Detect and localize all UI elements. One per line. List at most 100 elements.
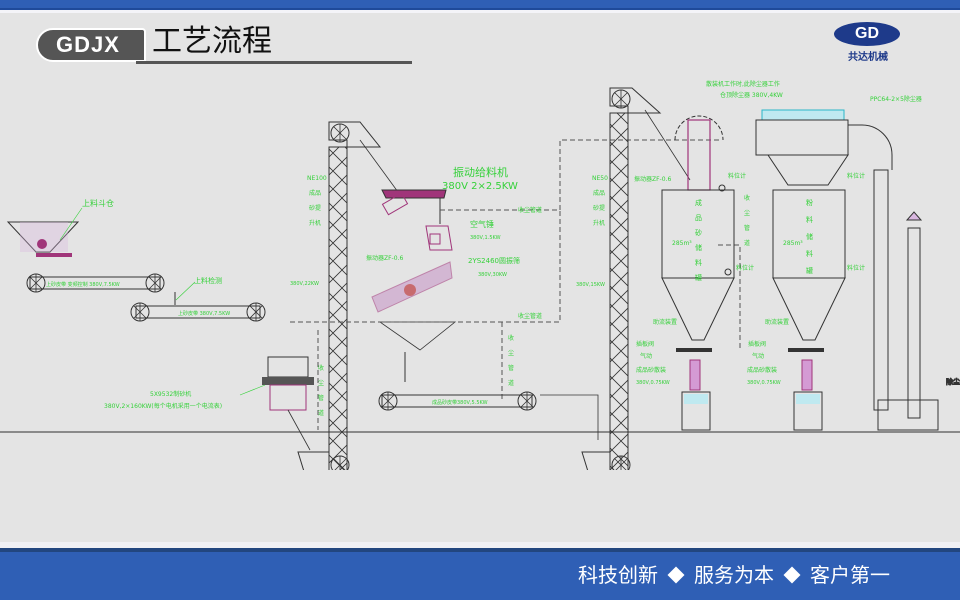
diagram-label: 罐 — [806, 266, 813, 275]
label-dust-note-2: 仓顶除尘器 380V,4KW — [720, 91, 783, 99]
exhaust-duct: 除尘 — [848, 124, 960, 431]
label-silo-2-volume: 285m³ — [783, 240, 803, 247]
diagram-label: 砂 — [695, 228, 702, 237]
label-level-gauge-1: 料位计 — [728, 172, 746, 180]
sand-making-machine: 5X9532制砂机 380V,2×160KW(每个电机采用一个电流表) — [104, 356, 314, 451]
diagram-label: 气动 — [640, 352, 652, 360]
product-conveyor: 成品砂皮带380V,5.5KW — [378, 391, 599, 440]
diagram-label: 道 — [318, 409, 324, 417]
process-flow-diagram: 上料斗仓 上砂皮带 变频控制 380V,7.5KW 上料检测 上砂皮带 380V… — [0, 80, 960, 470]
title-underline — [136, 61, 412, 64]
label-screen: 2YS2460圆振筛 — [468, 256, 520, 265]
label-bulk-loader-2-power: 380V,0.75KW — [747, 380, 781, 386]
silo-2: PPC64-2×5除尘器 料位计 料位计 粉 料 储 料 罐 285m³ — [755, 95, 922, 341]
label-bag-filter: PPC64-2×5除尘器 — [870, 95, 922, 103]
page-header: GDJX 工艺流程 — [36, 24, 412, 66]
label-conveyor-2: 上砂皮带 380V,7.5KW — [178, 310, 230, 317]
label-dust-pipe-top: 收尘管道 — [518, 206, 542, 214]
diagram-label: 道 — [744, 239, 750, 247]
label-vibrating-feeder: 振动给料机 — [453, 165, 508, 179]
diagram-label: 料 — [806, 215, 813, 224]
diagram-label: 管 — [508, 364, 514, 372]
diamond-bullet-icon — [783, 566, 801, 584]
loading-station-1: 助流装置 插板阀 气动 成品砂散装 380V,0.75KW — [636, 318, 712, 431]
label-vibrator-2: 振动器ZF-0.6 — [634, 175, 671, 183]
silo-1: 成 品 砂 储 料 罐 285m³ 收 尘 管 道 料位计 — [661, 184, 754, 341]
label-elevator-2-line4: 升机 — [593, 219, 605, 227]
label-sand-maker: 5X9532制砂机 — [150, 390, 191, 398]
company-name: 共达机械 — [848, 52, 888, 63]
diagram-label: 收 — [508, 334, 514, 342]
diamond-bullet-icon — [667, 566, 685, 584]
footer-divider — [0, 542, 960, 548]
diagram-label: 料 — [806, 249, 813, 258]
label-bulk-loader-1-power: 380V,0.75KW — [636, 380, 670, 386]
silo-1-dust-collector: 散装机工作时,此除尘器工作 仓顶除尘器 380V,4KW 振动器ZF-0.6 料… — [634, 80, 783, 191]
top-divider — [0, 10, 960, 13]
label-vibrating-feeder-power: 380V 2×2.5KW — [442, 181, 518, 192]
diagram-label: 尘 — [744, 209, 750, 217]
dust-collection-pipes — [290, 139, 741, 430]
conveyor-1: 上砂皮带 变频控制 380V,7.5KW — [26, 273, 165, 293]
brand-badge: GDJX — [36, 28, 146, 62]
label-bulk-loader-1: 成品砂散装 — [636, 366, 666, 374]
air-hammer-and-screen: 空气锤 380V,1.5KW 振动器ZF-0.6 2YS2460圆振筛 380V… — [366, 219, 520, 382]
label-dust-note-1: 散装机工作时,此除尘器工作 — [706, 80, 780, 88]
label-sand-maker-power: 380V,2×160KW(每个电机采用一个电流表) — [104, 402, 222, 410]
diagram-label: 罐 — [695, 273, 702, 282]
label-flow-aid-1: 助流装置 — [653, 318, 677, 326]
label-elevator-1-power: 380V,22KW — [290, 281, 319, 287]
diagram-label: 气动 — [752, 352, 764, 360]
slogan-part-3: 客户第一 — [810, 563, 890, 587]
label-air-valve: 空气锤 — [470, 219, 494, 229]
diagram-label: 插板阀 — [748, 340, 766, 348]
label-bulk-loader-2: 成品砂散装 — [747, 366, 777, 374]
label-silo-1-volume: 285m³ — [672, 240, 692, 247]
slogan-part-1: 科技创新 — [578, 563, 658, 587]
label-product-conveyor: 成品砂皮带380V,5.5KW — [432, 399, 488, 406]
diagram-label: 管 — [744, 224, 750, 232]
label-dust-pipe-vert-2: 收 尘 管 道 — [318, 364, 324, 417]
diagram-label: 道 — [508, 379, 514, 387]
diagram-label: 料 — [695, 258, 702, 267]
top-accent-bar — [0, 0, 960, 10]
label-elevator-1-line1: NE100 — [307, 175, 327, 182]
diagram-label: 储 — [695, 243, 702, 252]
slogan-part-2: 服务为本 — [694, 563, 774, 587]
label-conveyor-1: 上砂皮带 变频控制 380V,7.5KW — [46, 281, 120, 288]
diagram-label: 粉 — [806, 198, 813, 207]
label-elevator-1-line2: 成品 — [309, 189, 321, 197]
diagram-label: 成 — [695, 198, 702, 207]
label-metal-detector: 上料检测 — [194, 276, 222, 285]
label-level-gauge-4: 料位计 — [847, 264, 865, 272]
diagram-label: 管 — [318, 394, 324, 402]
brand-badge-text: GDJX — [56, 32, 120, 57]
label-elevator-1-line4: 升机 — [309, 219, 321, 227]
diagram-label: 收 — [318, 364, 324, 372]
label-fan-partial: 除尘 — [946, 377, 960, 386]
logo-glyph: GD — [855, 25, 879, 42]
bucket-elevator-2: NE50 成品 砂提 升机 380V,15KW — [576, 87, 691, 470]
label-elevator-1-line3: 砂提 — [309, 204, 321, 212]
page-title: 工艺流程 — [152, 24, 272, 59]
conveyor-2: 上料检测 上砂皮带 380V,7.5KW — [130, 276, 266, 322]
diagram-label: 储 — [806, 232, 813, 241]
label-elevator-2-line2: 成品 — [593, 189, 605, 197]
vibrating-feeder: 振动给料机 380V 2×2.5KW — [381, 165, 518, 224]
label-level-gauge-2: 料位计 — [736, 264, 754, 272]
footer-band — [0, 548, 960, 600]
loading-station-2: 助流装置 插板阀 气动 成品砂散装 380V,0.75KW — [747, 318, 824, 431]
diagram-label: 插板阀 — [636, 340, 654, 348]
bucket-elevator-1: NE100 成品 砂提 升机 380V,22KW — [290, 121, 399, 470]
label-elevator-2-line1: NE50 — [592, 175, 608, 182]
diagram-label: 收 — [744, 194, 750, 202]
label-level-gauge-3: 料位计 — [847, 172, 865, 180]
label-dust-pipe-vert-1: 收 尘 管 道 — [508, 334, 514, 387]
label-elevator-2-power: 380V,15KW — [576, 282, 605, 288]
feed-hopper: 上料斗仓 — [6, 198, 114, 257]
diagram-label: 尘 — [318, 379, 324, 387]
label-feed-hopper: 上料斗仓 — [82, 198, 114, 208]
label-dust-pipe-mid: 收尘管道 — [518, 312, 542, 320]
diagram-label: 品 — [695, 214, 702, 222]
label-flow-aid-2: 助流装置 — [765, 318, 789, 326]
